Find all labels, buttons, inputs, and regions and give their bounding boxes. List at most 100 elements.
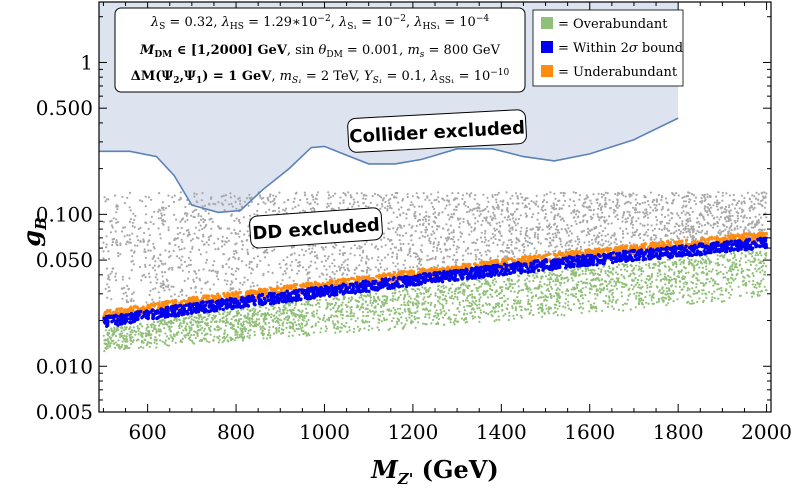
scatter-point-gray [380, 238, 383, 241]
scatter-point-gray [575, 213, 578, 216]
scatter-point-gray [729, 215, 732, 218]
scatter-point-overabundant [337, 321, 340, 324]
scatter-point-overabundant [478, 293, 481, 296]
scatter-point-overabundant [437, 300, 440, 303]
scatter-point-gray [480, 259, 483, 262]
scatter-point-overabundant [632, 279, 635, 282]
scatter-point-overabundant [666, 258, 669, 261]
scatter-point-gray [596, 213, 599, 216]
scatter-point-overabundant [217, 311, 220, 314]
scatter-point-overabundant [194, 336, 197, 340]
scatter-point-overabundant [369, 310, 372, 313]
scatter-point-gray [284, 209, 287, 212]
scatter-point-gray [604, 240, 607, 243]
scatter-point-overabundant [584, 272, 587, 276]
scatter-point-gray [682, 228, 685, 231]
scatter-point-gray [172, 213, 176, 216]
scatter-point-gray [446, 194, 449, 197]
scatter-point-overabundant [352, 330, 355, 333]
scatter-point-gray [298, 261, 301, 264]
scatter-point-gray [444, 207, 447, 210]
scatter-point-gray [194, 286, 197, 289]
scatter-point-gray [191, 247, 194, 250]
scatter-point-gray [362, 197, 365, 200]
scatter-point-gray [176, 232, 179, 236]
scatter-point-gray [252, 247, 255, 250]
scatter-point-overabundant [526, 277, 529, 280]
scatter-point-gray [292, 279, 295, 282]
scatter-point-gray [694, 238, 698, 241]
scatter-point-overabundant [497, 293, 501, 296]
scatter-point-gray [492, 211, 495, 214]
scatter-point-gray [495, 201, 498, 204]
scatter-point-gray [471, 241, 474, 244]
scatter-point-gray [642, 211, 645, 214]
scatter-point-gray [304, 249, 308, 253]
scatter-point-gray [467, 252, 470, 255]
scatter-point-overabundant [519, 299, 522, 302]
scatter-point-overabundant [570, 293, 573, 296]
scatter-point-overabundant [385, 297, 388, 300]
scatter-point-gray [387, 222, 390, 225]
scatter-point-gray [690, 235, 693, 238]
scatter-point-gray [119, 242, 122, 245]
scatter-point-gray [140, 279, 143, 282]
scatter-point-gray [400, 249, 403, 252]
scatter-point-overabundant [488, 287, 492, 290]
scatter-point-overabundant [505, 307, 508, 310]
scatter-point-gray [249, 285, 252, 288]
scatter-point-gray [420, 251, 423, 254]
scatter-point-gray [353, 244, 356, 247]
scatter-point-overabundant [117, 345, 120, 349]
scatter-point-gray [608, 198, 611, 202]
scatter-point-gray [388, 202, 391, 205]
scatter-point-gray [492, 216, 495, 220]
scatter-point-gray [199, 218, 203, 221]
scatter-point-overabundant [645, 277, 648, 281]
scatter-point-overabundant [397, 312, 401, 315]
scatter-point-overabundant [765, 289, 768, 292]
scatter-point-overabundant [565, 289, 568, 292]
scatter-point-gray [531, 242, 534, 245]
scatter-point-gray [217, 201, 220, 204]
scatter-point-gray [516, 197, 520, 200]
scatter-point-gray [511, 228, 514, 231]
scatter-point-gray [315, 193, 318, 197]
scatter-point-overabundant [429, 293, 432, 296]
scatter-point-overabundant [126, 338, 129, 341]
scatter-point-overabundant [294, 315, 297, 318]
scatter-point-overabundant [302, 319, 305, 322]
scatter-point-gray [147, 272, 150, 275]
scatter-point-gray [353, 272, 356, 275]
scatter-point-gray [480, 254, 483, 257]
scatter-point-gray [223, 279, 226, 282]
scatter-point-gray [408, 251, 411, 255]
scatter-point-gray [535, 194, 538, 197]
scatter-point-gray [325, 206, 329, 209]
scatter-point-gray [271, 200, 274, 203]
scatter-point-gray [523, 237, 527, 240]
scatter-point-overabundant [645, 281, 648, 284]
scatter-point-gray [543, 199, 546, 202]
scatter-point-overabundant [760, 254, 763, 257]
scatter-point-overabundant [439, 302, 442, 305]
scatter-point-gray [173, 237, 177, 240]
scatter-point-gray [548, 241, 551, 244]
scatter-point-overabundant [463, 317, 466, 320]
scatter-point-overabundant [731, 264, 734, 267]
scatter-point-gray [391, 242, 394, 246]
scatter-point-gray [435, 228, 439, 231]
scatter-point-gray [302, 254, 305, 257]
scatter-point-gray [116, 208, 119, 211]
scatter-point-overabundant [249, 323, 252, 326]
scatter-point-overabundant [319, 331, 322, 334]
scatter-point-gray [515, 247, 518, 250]
scatter-point-gray [411, 195, 414, 198]
scatter-point-overabundant [716, 272, 719, 275]
scatter-point-gray [235, 251, 238, 254]
scatter-point-gray [112, 217, 115, 220]
scatter-point-gray [362, 201, 365, 205]
scatter-point-gray [507, 246, 510, 249]
scatter-point-gray [748, 197, 751, 200]
scatter-point-gray [479, 236, 483, 239]
